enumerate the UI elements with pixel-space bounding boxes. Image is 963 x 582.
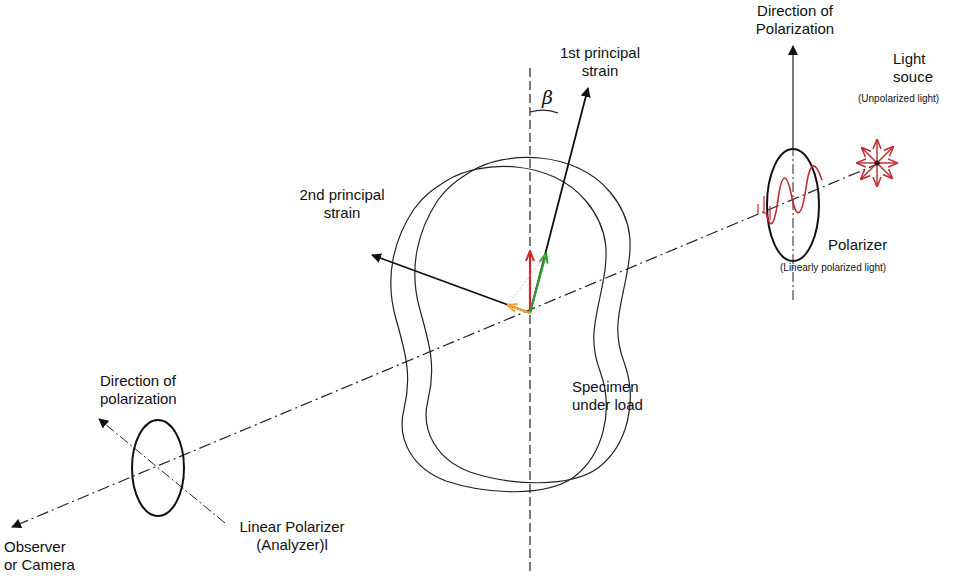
polarizer-label: Polarizer	[828, 236, 887, 254]
angle-symbol: β	[542, 86, 553, 109]
wave-ticks	[758, 196, 770, 220]
light-wave	[766, 166, 822, 224]
analyzer-label: Linear Polarizer (Analyzer)l	[230, 518, 354, 554]
light-source	[857, 140, 897, 186]
strain-label: 1st principal strain	[548, 44, 652, 80]
component-vector-2	[508, 305, 530, 313]
polarization-direction-arrow	[792, 46, 793, 150]
source-note: (Unpolarized light)	[858, 93, 939, 105]
polarizer-axis	[793, 150, 794, 300]
vertical-reference	[529, 68, 530, 572]
analyzer-ellipse	[132, 420, 184, 516]
construction-line	[508, 254, 546, 305]
strain-label: 2nd principal strain	[290, 186, 394, 222]
analyzer-axis	[99, 419, 225, 523]
component-vector-1	[530, 254, 546, 313]
specimen-outline	[415, 157, 630, 482]
polarizer-note: (Linearly polarized light)	[780, 262, 886, 274]
specimen-back-outline	[391, 166, 606, 491]
specimen-label: Specimen under load	[572, 378, 656, 414]
direction-label: Direction of Polarization	[745, 2, 845, 38]
principal-strain-1-arrow	[530, 88, 588, 313]
source-point	[875, 161, 880, 166]
direction-label: Direction of polarization	[100, 372, 196, 408]
observer-label: Observer or Camera	[4, 538, 80, 574]
optical-axis	[12, 163, 880, 527]
polarization-vector	[529, 252, 531, 313]
angle-arc	[530, 110, 558, 113]
principal-strain-2-arrow	[372, 255, 530, 313]
source-label: Light souce	[893, 50, 953, 86]
